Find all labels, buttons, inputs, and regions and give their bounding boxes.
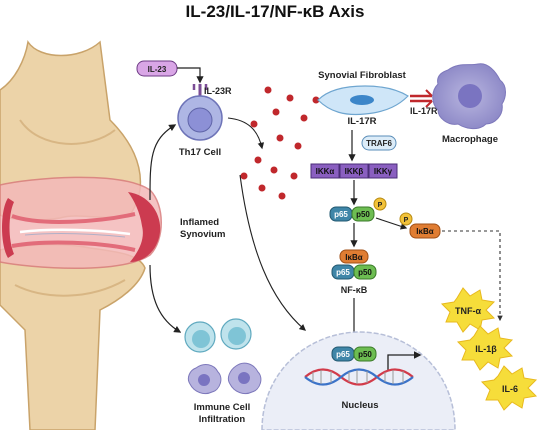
arrow-il23-to-receptor: [177, 67, 204, 84]
transcription-arrow: [387, 351, 422, 370]
fibroblast-label: Synovial Fibroblast: [318, 70, 406, 81]
arrow-to-nucleus: [239, 174, 307, 331]
lymphocyte-nucleus-1: [192, 330, 210, 348]
nfkb-label: NF-κB: [341, 285, 368, 295]
fibroblast-nucleus: [350, 95, 374, 105]
macrophage-nucleus: [458, 84, 482, 108]
ikka-label: IKKα: [316, 167, 335, 176]
ikkg-box: [368, 163, 398, 179]
arrow-th17-to-il17: [227, 117, 265, 150]
femur-texture: [19, 119, 116, 145]
joint-space-line: [24, 233, 126, 238]
p65-label-nucleus: p65: [336, 350, 350, 359]
ikkb-box: [339, 163, 369, 179]
p50-label-nucleus: p50: [358, 350, 372, 359]
tibia-bone: [0, 243, 146, 430]
p50-label-mid: p50: [358, 268, 372, 277]
il17-molecules: [240, 86, 320, 200]
il1b-burst: [456, 325, 514, 371]
nucleus-region: [261, 331, 456, 430]
th17-label: Th17 Cell: [179, 147, 221, 158]
traf6-box: [361, 135, 397, 151]
ikba-free-box: [409, 223, 441, 239]
il1b-label: IL-1β: [475, 344, 497, 354]
dna-helix-icon: [304, 368, 414, 386]
il6-burst: [480, 365, 538, 411]
il23r-label: IL-23R: [204, 86, 232, 96]
diagram-title: IL-23/IL-17/NF-κB Axis: [185, 2, 365, 21]
il23-label: IL-23: [148, 65, 167, 74]
p65-label-mid: p65: [336, 268, 350, 277]
immune-label-line2: Infiltration: [199, 414, 246, 425]
ikkg-label: IKKγ: [374, 167, 393, 176]
phospho-marker-p50: [373, 197, 387, 211]
ikba-bound-label: IκBα: [345, 253, 362, 262]
th17-nucleus: [187, 107, 213, 133]
ikba-bound-box: [339, 249, 369, 264]
phospho-marker-ikba: [399, 212, 413, 226]
macrophage-small-nucleus-2: [238, 372, 250, 384]
immune-cells: [184, 318, 262, 395]
macrophage-il17r-label: IL-17R: [410, 106, 438, 116]
inflamed-label-line2: Synovium: [180, 229, 225, 240]
il23r-receptor-icon: [192, 84, 208, 96]
inflamed-synovium: [128, 192, 161, 262]
arrow-to-ikba-free: [375, 217, 408, 230]
p50-box-mid: [353, 264, 377, 280]
tnf-label: TNF-α: [455, 306, 481, 316]
phospho-label-ikba: P: [404, 217, 409, 224]
il6-label: IL-6: [502, 384, 518, 394]
macrophage-small-nucleus-1: [198, 374, 210, 386]
ikka-box: [310, 163, 340, 179]
p50-box-top: [351, 206, 375, 222]
dashed-arrow-to-cytokines: [442, 230, 503, 322]
joint-space: [19, 228, 131, 236]
arrow-knee-to-th17: [149, 124, 177, 201]
lymphocyte-nucleus-2: [228, 327, 246, 345]
il17r-receptor-icon: [410, 89, 433, 108]
inflamed-synovium-left: [2, 198, 14, 258]
cartilage-lower: [11, 240, 136, 252]
p50-label-top: p50: [356, 210, 370, 219]
p50-box-nucleus: [353, 346, 377, 362]
knee-joint-illustration: [0, 40, 162, 430]
inflamed-label-line1: Inflamed: [180, 217, 219, 228]
ikk-complex: [310, 163, 398, 179]
fibroblast-il17r-label: IL-17R: [347, 116, 376, 127]
immune-label-line1: Immune Cell: [194, 402, 251, 413]
tibia-texture: [14, 279, 126, 297]
ikkb-label: IKKβ: [345, 167, 364, 176]
tnf-burst: [440, 287, 496, 333]
cartilage-upper: [11, 212, 136, 224]
arrow-knee-to-immune: [149, 264, 182, 333]
phospho-label-p50: P: [378, 202, 383, 209]
ikba-free-label: IκBα: [416, 227, 433, 236]
macrophage-label: Macrophage: [442, 134, 498, 145]
traf6-label: TRAF6: [366, 139, 392, 148]
p65-label-top: p65: [334, 210, 348, 219]
nucleus-label: Nucleus: [342, 400, 379, 411]
